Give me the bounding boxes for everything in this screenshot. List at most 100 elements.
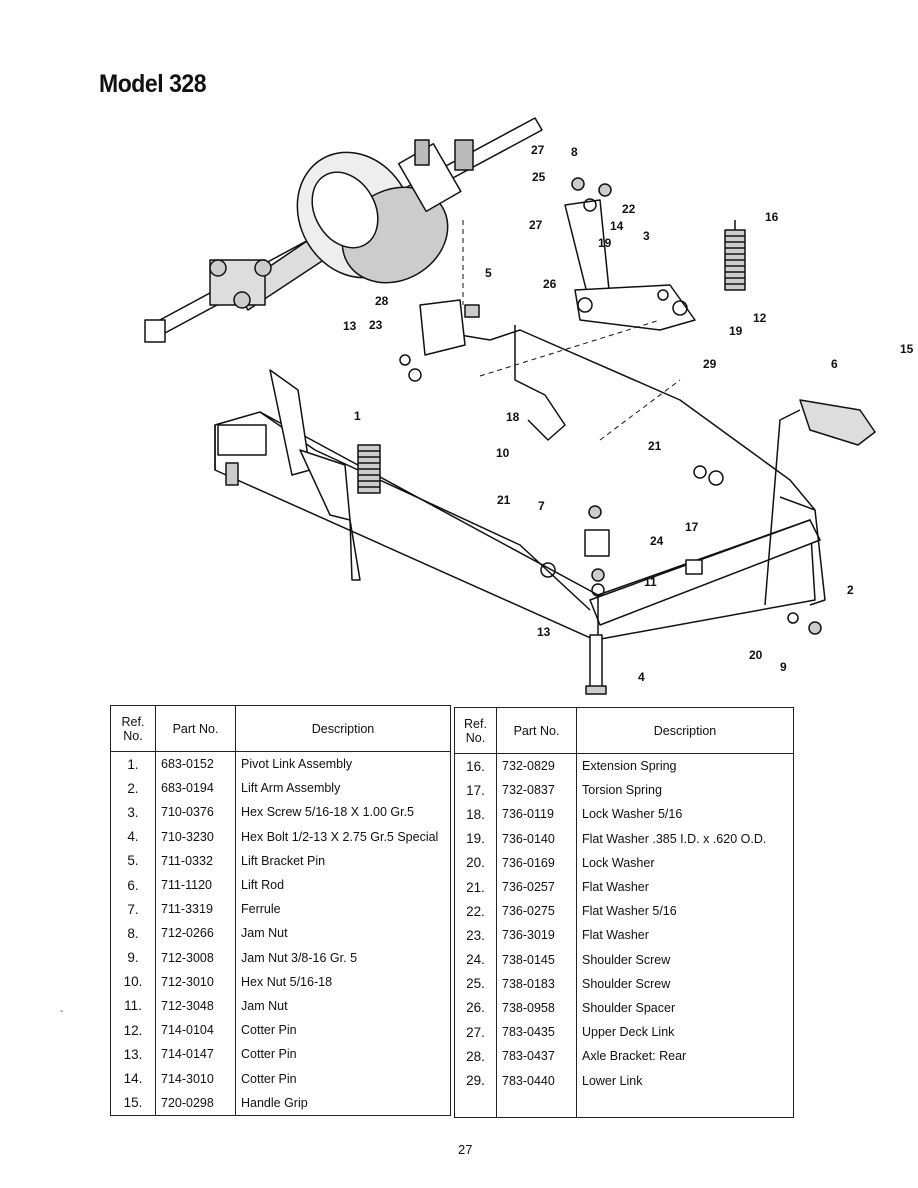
lift-rod-handle (764, 399, 876, 606)
description-cell: Lift Arm Assembly (241, 781, 341, 796)
callout-label: 15 (900, 342, 914, 356)
callout-label: 8 (571, 145, 578, 159)
ref-no-cell: 21. (454, 874, 497, 900)
description-cell: Jam Nut (241, 926, 288, 941)
description-cell: Lift Bracket Pin (241, 853, 326, 868)
part-no-cell: 714-0147 (155, 1042, 236, 1067)
callout-label: 13 (537, 625, 551, 639)
callout-label: 2 (847, 583, 854, 597)
part-no-cell: 710-0376 (155, 800, 236, 825)
part-no-cell: 736-0140 (496, 826, 577, 851)
ref-no-cell: 12. (110, 1018, 156, 1043)
table-row: 29.783-0440 Lower Link (454, 1068, 794, 1093)
description-cell: Lock Washer (582, 855, 655, 870)
callout-label: 3 (643, 229, 650, 243)
parts-table-left: Ref. No. Part No. Description 1.683-0152… (110, 705, 451, 1116)
parts-table-right: Ref. No. Part No. Description 16.732-082… (454, 707, 794, 1118)
callout-labels: 27 8 25 22 16 27 14 3 19 5 26 28 13 23 1… (343, 143, 914, 684)
part-no-cell: 720-0298 (155, 1090, 236, 1116)
description-cell: Extension Spring (582, 759, 677, 774)
ref-no-cell: 29. (454, 1068, 497, 1093)
upper-deck-link (564, 177, 696, 331)
callout-label: 14 (610, 219, 624, 233)
empty-cell (496, 1092, 577, 1118)
callout-label: 13 (343, 319, 357, 333)
ref-no-cell: 23. (454, 923, 497, 948)
part-no-cell: 711-1120 (155, 872, 236, 898)
callout-label: 18 (506, 410, 520, 424)
part-no-cell: 738-0183 (496, 971, 577, 996)
part-no-cell: 732-0837 (496, 778, 577, 803)
ref-no-cell: 18. (454, 802, 497, 827)
callout-label: 7 (538, 499, 545, 513)
description-cell: Shoulder Screw (582, 976, 671, 991)
part-no-cell: 783-0440 (496, 1068, 577, 1093)
part-no-cell: 712-3048 (155, 993, 236, 1019)
lift-frame (214, 329, 826, 641)
empty-cell (577, 1093, 794, 1118)
callout-label: 12 (753, 311, 767, 325)
ref-no-cell: 3. (110, 800, 156, 825)
margin-mark: - (60, 1006, 64, 1017)
header-ref-no: Ref. No. (110, 705, 156, 752)
description-cell: Flat Washer 5/16 (582, 904, 677, 919)
part-no-cell: 783-0435 (496, 1020, 577, 1045)
description-cell: Cotter Pin (241, 1047, 297, 1062)
ref-no-cell: 27. (454, 1020, 497, 1045)
callout-label: 21 (648, 439, 662, 453)
part-no-cell: 736-3019 (496, 923, 577, 948)
callout-label: 29 (703, 357, 717, 371)
ref-no-cell: 4. (110, 824, 156, 849)
extension-spring-left (357, 444, 381, 494)
callout-label: 25 (532, 170, 546, 184)
description-cell: Lift Rod (241, 878, 285, 893)
table-row: 16.732-0829 Extension Spring (454, 753, 794, 779)
description-cell: Jam Nut (241, 998, 288, 1013)
ref-no-cell: 14. (110, 1066, 156, 1091)
callout-label: 20 (749, 648, 763, 662)
part-no-cell: 736-0275 (496, 899, 577, 924)
callout-label: 11 (644, 575, 657, 589)
description-cell: Cotter Pin (241, 1071, 297, 1086)
ref-no-cell: 28. (454, 1044, 497, 1069)
description-cell: Torsion Spring (582, 783, 662, 798)
description-cell: Handle Grip (241, 1095, 308, 1110)
ref-no-cell: 8. (110, 921, 156, 946)
description-cell: Pivot Link Assembly (241, 757, 353, 772)
description-cell: Lower Link (582, 1073, 643, 1088)
ref-no-cell: 1. (110, 751, 156, 777)
callout-label: 17 (685, 520, 699, 534)
callout-label: 22 (622, 202, 636, 216)
part-no-cell: 738-0958 (496, 995, 577, 1021)
ref-no-cell: 22. (454, 899, 497, 924)
part-no-cell: 711-3319 (155, 897, 236, 922)
description-cell: Jam Nut 3/8-16 Gr. 5 (241, 950, 358, 965)
ref-no-cell: 16. (454, 753, 497, 779)
empty-cell (454, 1092, 497, 1118)
callout-label: 27 (529, 218, 543, 232)
description-cell: Flat Washer .385 I.D. x .620 O.D. (582, 831, 767, 846)
part-no-cell: 714-3010 (155, 1066, 236, 1091)
part-no-cell: 732-0829 (496, 753, 577, 779)
description-cell: Hex Bolt 1/2-13 X 2.75 Gr.5 Special (241, 829, 439, 844)
callout-label: 19 (729, 324, 743, 338)
callout-label: 19 (598, 236, 612, 250)
